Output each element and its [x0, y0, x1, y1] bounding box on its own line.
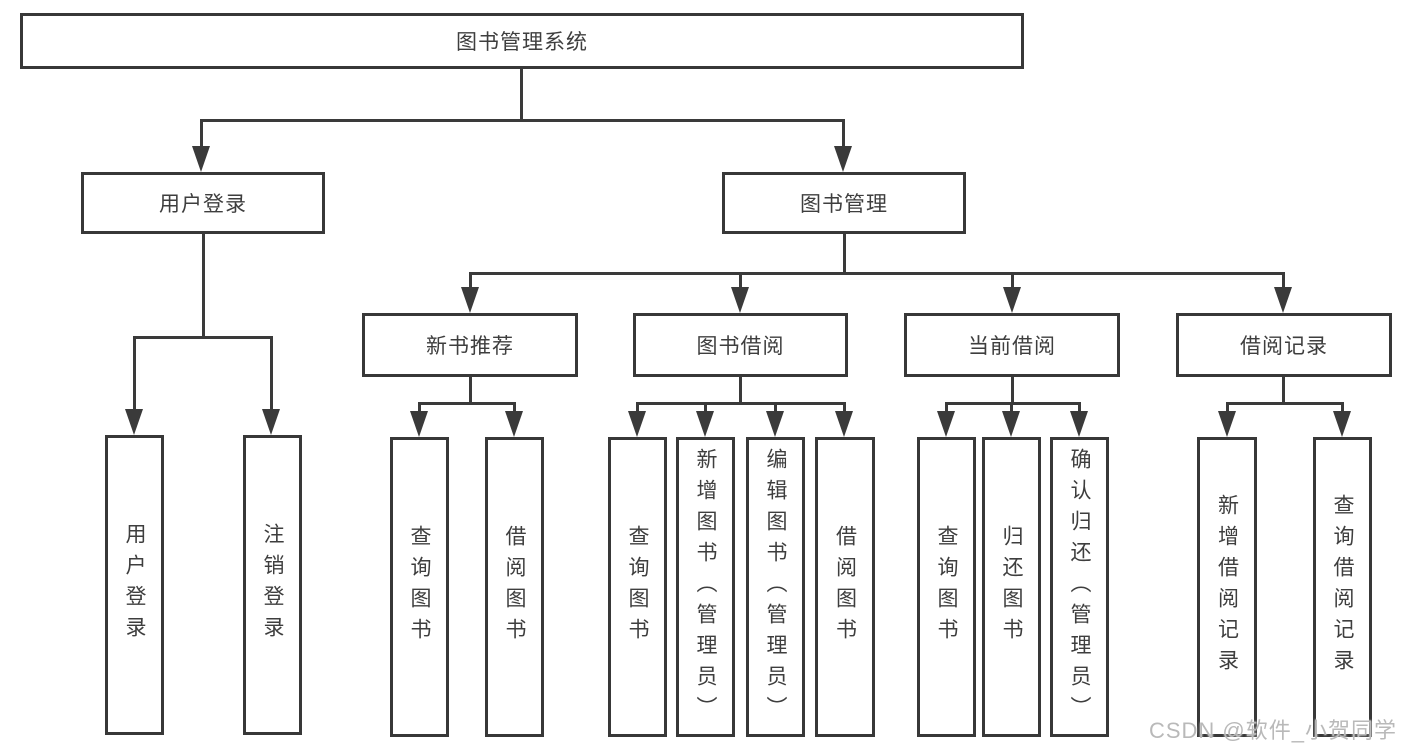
arrow-down-icon — [262, 409, 280, 435]
connector-line — [202, 234, 205, 336]
node-br-add-record: 新增借阅记录 — [1197, 437, 1257, 737]
node-label: 借阅记录 — [1240, 335, 1328, 358]
arrow-down-icon — [1002, 411, 1020, 437]
connector-line — [1282, 377, 1285, 404]
node-user-login: 用户登录 — [81, 172, 325, 234]
node-label: 用户登录 — [123, 523, 146, 647]
connector-line — [1226, 402, 1343, 405]
connector-line — [945, 402, 1081, 405]
arrow-down-icon — [766, 411, 784, 437]
node-label: 新书推荐 — [426, 335, 514, 358]
connector-line — [1011, 272, 1014, 289]
node-logout: 注销登录 — [243, 435, 302, 735]
node-login: 用户登录 — [105, 435, 164, 735]
connector-line — [133, 336, 273, 339]
connector-line — [133, 336, 136, 411]
node-label: 归还图书 — [1000, 525, 1023, 649]
node-cb-return-books: 归还图书 — [982, 437, 1041, 737]
node-label: 新增借阅记录 — [1215, 494, 1239, 680]
connector-line — [843, 402, 846, 413]
connector-line — [520, 69, 523, 121]
connector-line — [704, 402, 707, 413]
connector-line — [469, 377, 472, 404]
node-book-borrow: 图书借阅 — [633, 313, 848, 377]
connector-line — [418, 402, 421, 413]
node-bb-query-books: 查询图书 — [608, 437, 667, 737]
arrow-down-icon — [1070, 411, 1088, 437]
node-label: 查询图书 — [408, 525, 431, 649]
arrow-down-icon — [410, 411, 428, 437]
connector-line — [843, 234, 846, 272]
node-cb-query-books: 查询图书 — [917, 437, 976, 737]
arrow-down-icon — [731, 287, 749, 313]
connector-line — [469, 272, 472, 289]
csdn-watermark: CSDN @软件_小贺同学 — [1148, 718, 1397, 743]
connector-line — [270, 336, 273, 411]
connector-line — [739, 272, 742, 289]
node-label: 当前借阅 — [968, 335, 1056, 358]
node-label: 注销登录 — [261, 523, 284, 647]
node-label: 查询图书 — [626, 525, 649, 649]
connector-line — [1282, 272, 1285, 289]
node-new-book-recommend: 新书推荐 — [362, 313, 578, 377]
node-label: 图书借阅 — [696, 335, 785, 358]
arrow-down-icon — [835, 411, 853, 437]
connector-line — [418, 402, 516, 405]
arrow-down-icon — [628, 411, 646, 437]
node-cb-confirm-return-admin: 确认归还（管理员） — [1050, 437, 1109, 737]
node-label: 图书管理 — [800, 193, 888, 216]
connector-line — [1010, 402, 1013, 413]
node-nbr-query-books: 查询图书 — [390, 437, 449, 737]
connector-line — [739, 377, 742, 404]
connector-line — [513, 402, 516, 413]
arrow-down-icon — [834, 146, 852, 172]
connector-line — [774, 402, 777, 413]
node-label: 新增图书（管理员） — [694, 447, 717, 727]
node-label: 图书管理系统 — [456, 31, 588, 54]
arrow-down-icon — [937, 411, 955, 437]
arrow-down-icon — [696, 411, 714, 437]
connector-line — [842, 119, 845, 148]
arrow-down-icon — [1274, 287, 1292, 313]
node-label: 确认归还（管理员） — [1068, 447, 1091, 727]
node-bb-add-books-admin: 新增图书（管理员） — [676, 437, 735, 737]
connector-line — [1226, 402, 1229, 413]
connector-line — [1078, 402, 1081, 413]
connector-line — [1341, 402, 1344, 413]
arrow-down-icon — [1003, 287, 1021, 313]
connector-line — [469, 272, 1285, 275]
node-current-borrow: 当前借阅 — [904, 313, 1120, 377]
node-label: 查询图书 — [935, 525, 958, 649]
node-label: 借阅图书 — [833, 525, 857, 649]
node-borrow-records: 借阅记录 — [1176, 313, 1392, 377]
node-bb-edit-books-admin: 编辑图书（管理员） — [746, 437, 805, 737]
node-root: 图书管理系统 — [20, 13, 1024, 69]
node-label: 查询借阅记录 — [1331, 494, 1354, 680]
arrow-down-icon — [461, 287, 479, 313]
connector-line — [200, 119, 203, 148]
connector-line — [636, 402, 846, 405]
node-label: 编辑图书（管理员） — [764, 447, 787, 727]
node-book-management: 图书管理 — [722, 172, 966, 234]
arrow-down-icon — [192, 146, 210, 172]
node-nbr-borrow-books: 借阅图书 — [485, 437, 544, 737]
arrow-down-icon — [1218, 411, 1236, 437]
arrow-down-icon — [1333, 411, 1351, 437]
arrow-down-icon — [505, 411, 523, 437]
node-bb-borrow-books: 借阅图书 — [815, 437, 875, 737]
connector-line — [201, 119, 843, 122]
connector-line — [945, 402, 948, 413]
node-br-query-record: 查询借阅记录 — [1313, 437, 1372, 737]
node-label: 用户登录 — [159, 193, 247, 216]
node-label: 借阅图书 — [503, 525, 526, 649]
arrow-down-icon — [125, 409, 143, 435]
connector-line — [1011, 377, 1014, 404]
connector-line — [636, 402, 639, 413]
